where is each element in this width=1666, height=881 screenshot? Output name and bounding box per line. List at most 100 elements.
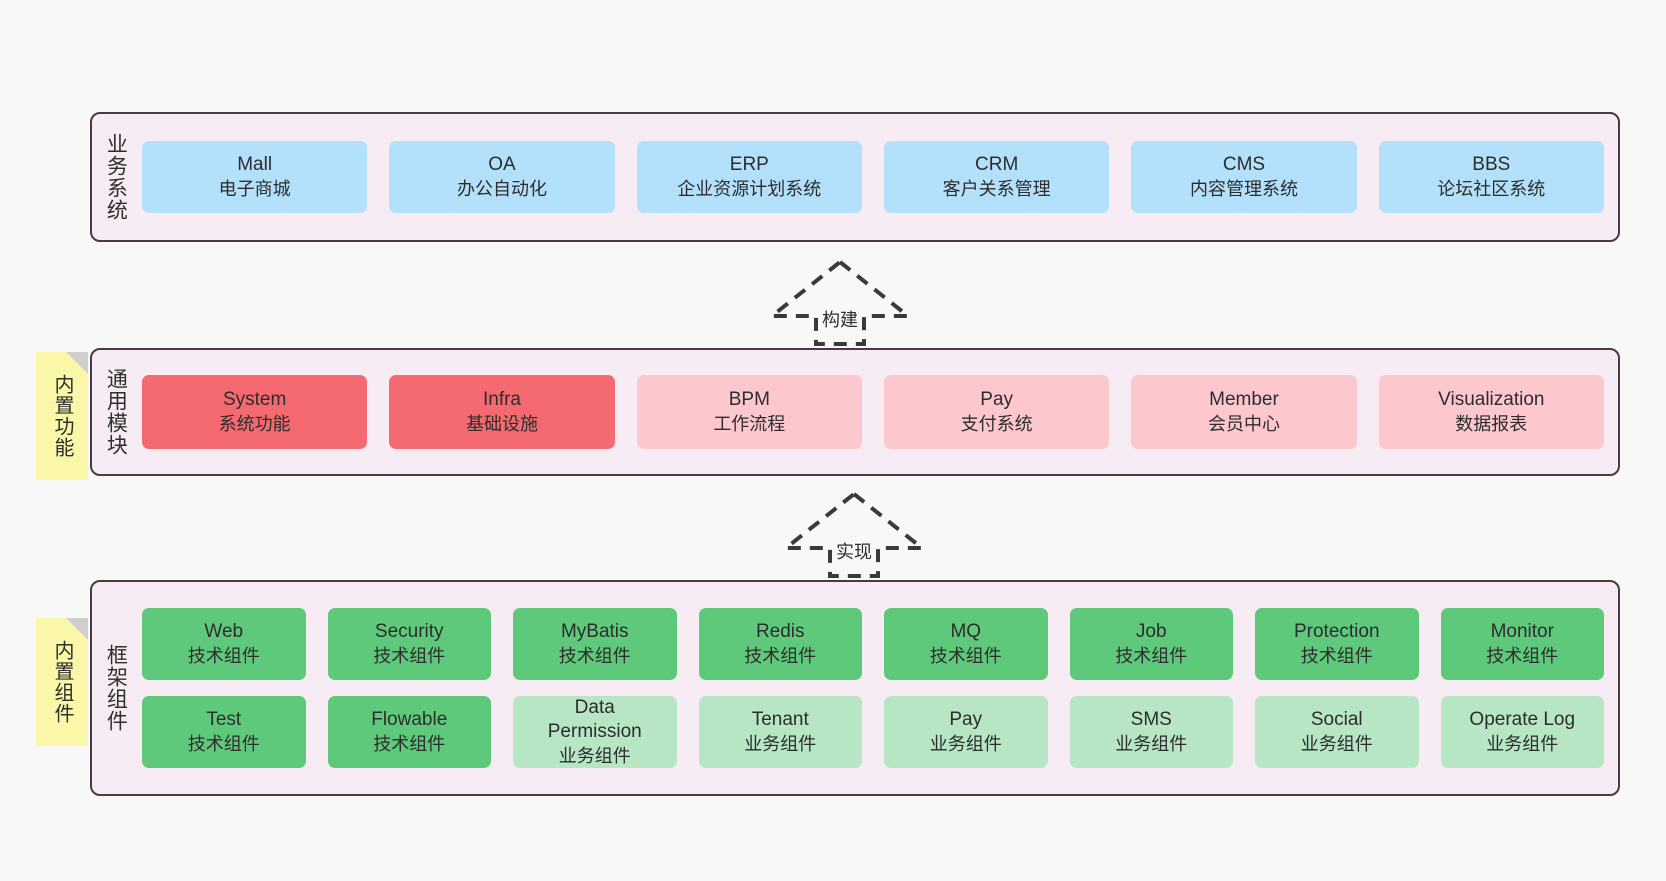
- card-title-en: MQ: [950, 621, 982, 643]
- card-visualization[interactable]: Visualization 数据报表: [1378, 375, 1604, 449]
- note-fold-corner-icon: [66, 618, 88, 640]
- card-title-cn: 业务组件: [558, 745, 631, 766]
- connector-build-arrow: [766, 259, 914, 346]
- card-title-cn: 工作流程: [713, 413, 786, 434]
- row-common-modules: System 系统功能 Infra 基础设施 BPM 工作流程 Pay 支付系统…: [142, 375, 1604, 449]
- layer-body-business-systems: Mall 电子商城 OA 办公自动化 ERP 企业资源计划系统 CRM 客户关系…: [138, 114, 1618, 240]
- card-web[interactable]: Web 技术组件: [142, 608, 306, 680]
- card-oa[interactable]: OA 办公自动化: [389, 141, 615, 213]
- card-title-cn: 技术组件: [744, 645, 817, 666]
- layer-common-modules: 通用模块 System 系统功能 Infra 基础设施 BPM 工作流程 Pay…: [90, 348, 1620, 476]
- card-member[interactable]: Member 会员中心: [1131, 375, 1357, 449]
- card-job[interactable]: Job 技术组件: [1069, 608, 1233, 680]
- note-fold-corner-icon: [66, 352, 88, 374]
- note-builtin-components-label: 内置组件: [51, 640, 73, 724]
- card-title-cn: 基础设施: [465, 413, 538, 434]
- connector-build-label: 构建: [820, 306, 860, 332]
- row-business-systems: Mall 电子商城 OA 办公自动化 ERP 企业资源计划系统 CRM 客户关系…: [142, 141, 1604, 213]
- card-title-en: Member: [1209, 389, 1279, 411]
- card-title-cn: 技术组件: [1486, 645, 1559, 666]
- card-title-en: BBS: [1472, 154, 1511, 176]
- card-title-cn: 支付系统: [960, 413, 1033, 434]
- row-framework-business: Test 技术组件 Flowable 技术组件 Data Permission …: [142, 696, 1604, 768]
- card-bpm[interactable]: BPM 工作流程: [636, 375, 862, 449]
- card-title-en: Data Permission: [547, 697, 642, 743]
- card-title-en: Tenant: [751, 709, 809, 731]
- card-system[interactable]: System 系统功能: [142, 375, 368, 449]
- card-title-en: Monitor: [1490, 621, 1554, 643]
- card-title-cn: 内容管理系统: [1189, 178, 1298, 199]
- card-title-en: Social: [1310, 709, 1363, 731]
- card-title-en: ERP: [729, 154, 769, 176]
- card-redis[interactable]: Redis 技术组件: [698, 608, 862, 680]
- card-title-cn: 技术组件: [373, 733, 446, 754]
- connector-implement-arrow: [780, 491, 928, 578]
- card-test[interactable]: Test 技术组件: [142, 696, 306, 768]
- card-title-cn: 业务组件: [744, 733, 817, 754]
- layer-business-systems: 业务系统 Mall 电子商城 OA 办公自动化 ERP 企业资源计划系统 CRM…: [90, 112, 1620, 242]
- card-title-cn: 技术组件: [187, 733, 260, 754]
- layer-body-framework-components: Web 技术组件 Security 技术组件 MyBatis 技术组件 Redi…: [138, 582, 1618, 794]
- layer-title-business-systems: 业务系统: [104, 133, 128, 221]
- card-mybatis[interactable]: MyBatis 技术组件: [513, 608, 677, 680]
- card-social[interactable]: Social 业务组件: [1255, 696, 1419, 768]
- card-title-cn: 业务组件: [1486, 733, 1559, 754]
- card-title-en: SMS: [1130, 709, 1172, 731]
- card-operate-log[interactable]: Operate Log 业务组件: [1440, 696, 1604, 768]
- layer-body-common-modules: System 系统功能 Infra 基础设施 BPM 工作流程 Pay 支付系统…: [138, 350, 1618, 474]
- layer-framework-components: 框架组件 Web 技术组件 Security 技术组件 MyBatis 技术组件…: [90, 580, 1620, 796]
- card-infra[interactable]: Infra 基础设施: [389, 375, 615, 449]
- card-protection[interactable]: Protection 技术组件: [1255, 608, 1419, 680]
- card-title-en: Pay: [949, 709, 983, 731]
- card-title-cn: 技术组件: [558, 645, 631, 666]
- card-title-en: CRM: [975, 154, 1019, 176]
- note-builtin-features-label: 内置功能: [51, 374, 73, 458]
- card-title-en: Pay: [980, 389, 1014, 411]
- card-title-en: Redis: [755, 621, 805, 643]
- card-title-en: MyBatis: [560, 621, 629, 643]
- card-security[interactable]: Security 技术组件: [327, 608, 491, 680]
- card-erp[interactable]: ERP 企业资源计划系统: [636, 141, 862, 213]
- card-title-cn: 系统功能: [218, 413, 291, 434]
- card-mq[interactable]: MQ 技术组件: [884, 608, 1048, 680]
- card-title-cn: 电子商城: [218, 178, 291, 199]
- card-title-en: Infra: [482, 389, 521, 411]
- card-title-en: Test: [206, 709, 242, 731]
- card-sms[interactable]: SMS 业务组件: [1069, 696, 1233, 768]
- card-title-cn: 企业资源计划系统: [677, 178, 822, 199]
- card-title-en: Web: [204, 621, 244, 643]
- card-crm[interactable]: CRM 客户关系管理: [883, 141, 1110, 213]
- connector-implement: 实现: [774, 490, 934, 578]
- card-title-en: Protection: [1293, 621, 1380, 643]
- card-title-en: OA: [488, 154, 516, 176]
- card-pay-component[interactable]: Pay 业务组件: [884, 696, 1048, 768]
- card-title-cn: 数据报表: [1455, 413, 1528, 434]
- card-title-cn: 技术组件: [929, 645, 1002, 666]
- card-tenant[interactable]: Tenant 业务组件: [698, 696, 862, 768]
- card-title-cn: 业务组件: [929, 733, 1002, 754]
- card-title-cn: 技术组件: [1115, 645, 1188, 666]
- card-mall[interactable]: Mall 电子商城: [142, 141, 368, 213]
- card-title-en: CMS: [1222, 154, 1266, 176]
- card-title-en: Flowable: [371, 709, 448, 731]
- card-title-cn: 办公自动化: [456, 178, 547, 199]
- card-title-cn: 技术组件: [373, 645, 446, 666]
- layer-title-framework-components: 框架组件: [104, 644, 128, 732]
- card-monitor[interactable]: Monitor 技术组件: [1440, 608, 1604, 680]
- card-title-en: Visualization: [1438, 389, 1545, 411]
- card-title-cn: 业务组件: [1115, 733, 1188, 754]
- card-title-en: BPM: [728, 389, 770, 411]
- card-title-en: Operate Log: [1469, 709, 1576, 731]
- card-flowable[interactable]: Flowable 技术组件: [327, 696, 491, 768]
- card-title-cn: 业务组件: [1300, 733, 1373, 754]
- card-title-cn: 技术组件: [187, 645, 260, 666]
- card-data-permission[interactable]: Data Permission 业务组件: [513, 696, 677, 768]
- card-title-cn: 会员中心: [1207, 413, 1280, 434]
- card-cms[interactable]: CMS 内容管理系统: [1131, 141, 1357, 213]
- card-title-en: System: [222, 389, 287, 411]
- card-pay-module[interactable]: Pay 支付系统: [883, 375, 1110, 449]
- note-builtin-components: 内置组件: [36, 618, 88, 746]
- card-bbs[interactable]: BBS 论坛社区系统: [1378, 141, 1604, 213]
- connector-implement-label: 实现: [834, 538, 874, 564]
